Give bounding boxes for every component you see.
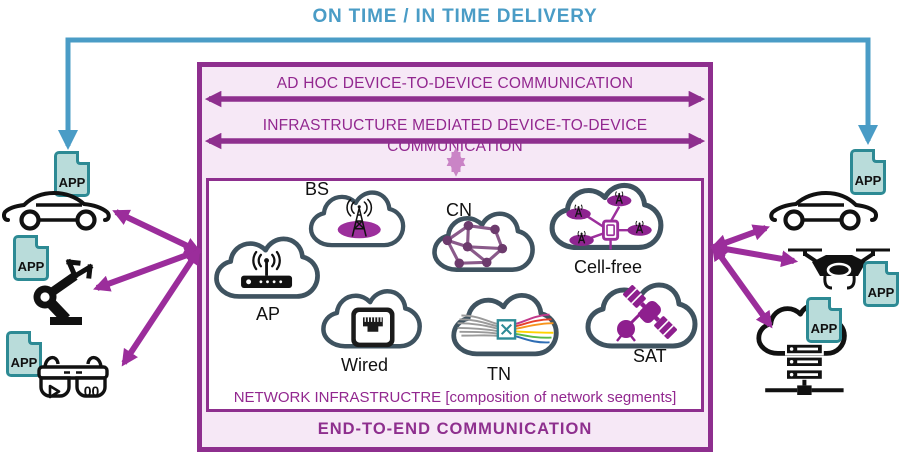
distributed-antennas-icon [566, 190, 652, 250]
car-icon [769, 190, 878, 231]
segment-bs-cloud [308, 190, 406, 248]
left-device-arrows [93, 209, 202, 367]
segment-cellfree-cloud [549, 182, 664, 250]
network-infrastructure-caption: NETWORK INFRASTRUCTRE [composition of ne… [233, 389, 677, 406]
segment-sat-cloud [585, 282, 698, 349]
app-badge: APP [6, 331, 42, 377]
page-title: ON TIME / IN TIME DELIVERY [312, 6, 598, 27]
segment-wired-cloud [321, 289, 422, 349]
end-to-end-label: END-TO-END COMMUNICATION [317, 420, 593, 438]
ethernet-port-icon [351, 307, 395, 348]
fiber-switch-icon [457, 313, 554, 344]
smart-glasses-icon: 00 [37, 356, 109, 399]
radio-tower-icon [337, 198, 381, 239]
ad-hoc-label: AD HOC DEVICE-TO-DEVICE COMMUNICATION [276, 75, 634, 92]
app-badge: APP [863, 261, 899, 307]
satellite-icon [616, 285, 677, 342]
segment-label-cn: CN [446, 200, 472, 220]
app-badge: APP [806, 297, 842, 343]
segment-ap-cloud [214, 236, 320, 299]
app-badge: APP [850, 149, 886, 195]
infrastructure-mediated-label: INFRASTRUCTURE MEDIATED DEVICE-TO-DEVICE… [262, 117, 648, 155]
segment-tn-cloud [451, 292, 559, 357]
segment-label-ap: AP [256, 304, 281, 324]
segment-label-tn: TN [487, 364, 511, 384]
app-badge: APP [54, 151, 90, 197]
wifi-router-icon [241, 250, 293, 288]
segment-label-bs: BS [305, 179, 330, 199]
glasses-screen-text: 00 [84, 383, 100, 399]
segment-label-cellfree: Cell-free [573, 257, 643, 277]
segment-label-wired: Wired [341, 355, 389, 375]
car-icon [2, 190, 111, 231]
segment-cn-cloud [432, 211, 535, 272]
robot-arm-icon [33, 258, 94, 325]
mesh-network-icon [442, 220, 508, 269]
segment-label-sat: SAT [633, 346, 667, 366]
app-badge: APP [13, 235, 49, 281]
